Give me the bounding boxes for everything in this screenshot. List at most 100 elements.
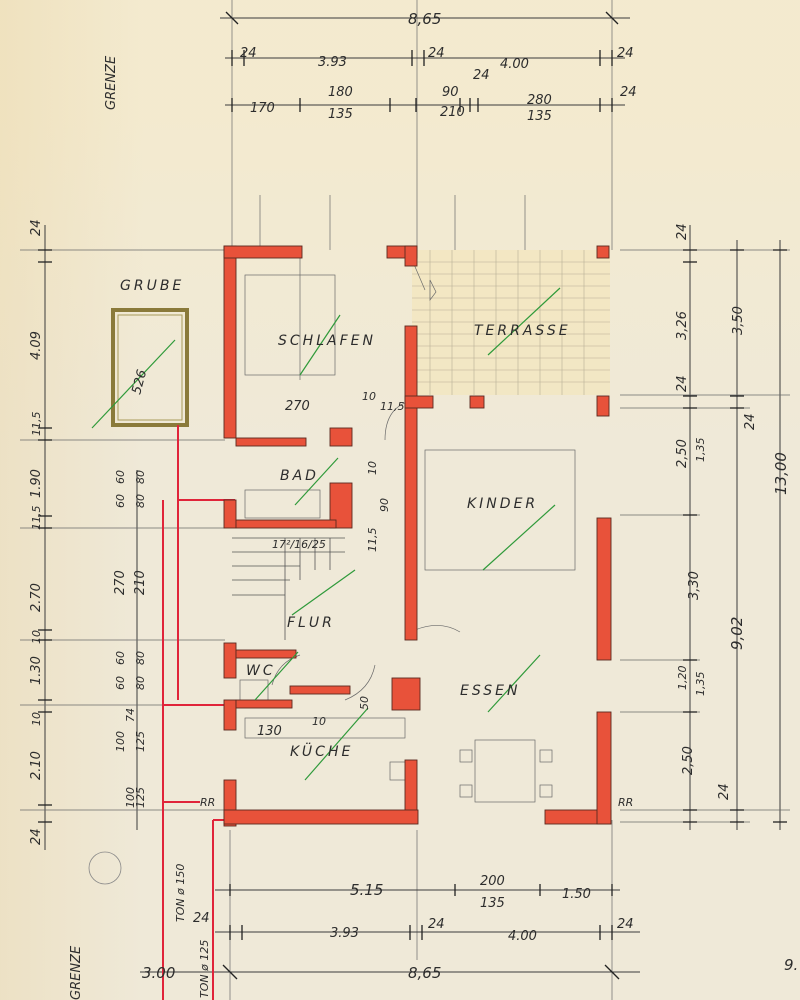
- right-dim-326: 3,26: [675, 311, 690, 340]
- left-inner-60-d: 60: [114, 676, 127, 690]
- top-dim-24-row3: 24: [620, 85, 637, 100]
- room-label-wc: WC: [246, 663, 276, 679]
- left-inner-80-c: 80: [134, 651, 147, 665]
- right-dim-24-c: 24: [717, 783, 732, 800]
- left-inner-125-b: 125: [134, 787, 147, 808]
- top-dim-90: 90: [442, 85, 459, 100]
- left-dim-115-a: 11,5: [30, 412, 43, 437]
- left-inner-100-b: 100: [124, 787, 137, 808]
- top-dim-overall: 8,65: [408, 10, 441, 28]
- left-inner-60-b: 60: [114, 494, 127, 508]
- right-dim-1300: 13,00: [772, 452, 790, 495]
- dimension-ticks: [38, 11, 787, 980]
- inner-dim-10-a: 10: [362, 390, 376, 403]
- grube-pit: [111, 308, 189, 427]
- inner-dim-130: 130: [257, 724, 282, 739]
- room-label-terrasse: TERRASSE: [474, 323, 571, 339]
- inner-dimensions: 270 10 11,5 10 90 11,5 130 10 50: [257, 390, 405, 739]
- bottom-dim-515: 5.15: [350, 881, 383, 899]
- left-inner-80-d: 80: [134, 676, 147, 690]
- stair-spec: 17²/16/25: [272, 538, 326, 551]
- left-inner-80-a: 80: [134, 470, 147, 484]
- room-label-kinder: KINDER: [467, 496, 538, 512]
- room-label-kueche: KÜCHE: [290, 742, 353, 760]
- right-dim-24-b: 24: [675, 375, 690, 392]
- top-dim-135-a: 135: [328, 107, 353, 122]
- bottom-dim-400: 4.00: [508, 929, 537, 944]
- left-inner-60-c: 60: [114, 651, 127, 665]
- inner-dim-115-a: 11,5: [380, 400, 405, 413]
- top-dim-400: 4.00: [500, 57, 529, 72]
- pipe-label-ton-150: TON ø 150: [174, 864, 187, 922]
- green-annotations: [91, 287, 561, 781]
- bottom-dim-edge: 9.: [784, 956, 798, 974]
- room-label-essen: ESSEN: [460, 683, 520, 699]
- left-dim-190: 1.90: [29, 469, 44, 498]
- room-label-flur: FLUR: [287, 615, 335, 631]
- left-dim-10-b: 10: [30, 712, 43, 726]
- right-dim-250-b: 2,50: [681, 746, 696, 775]
- bottom-dim-200: 200: [480, 874, 505, 889]
- inner-dim-10-b: 10: [366, 461, 379, 475]
- right-dim-24-d: 24: [743, 413, 758, 430]
- bottom-dim-300: 3.00: [142, 964, 175, 982]
- inner-dim-90: 90: [378, 498, 391, 512]
- right-dim-350: 3,50: [731, 306, 746, 335]
- left-dim-130: 1.30: [29, 656, 44, 685]
- room-labels: SCHLAFEN TERRASSE KINDER BAD FLUR WC KÜC…: [69, 55, 571, 1000]
- top-dim-393: 3.93: [318, 55, 347, 70]
- drainage-pipes: [162, 425, 235, 1000]
- bottom-dim-24-b: 24: [428, 917, 445, 932]
- left-dim-24-top: 24: [29, 219, 44, 236]
- room-label-grube: GRUBE: [120, 278, 184, 294]
- pipe-label-ton-125: TON ø 125: [198, 940, 211, 998]
- bottom-dim-24-a: 24: [193, 911, 210, 926]
- left-inner-210: 210: [133, 570, 148, 595]
- top-dim-24-right: 24: [617, 46, 634, 61]
- pipe-labels: TON ø 150 TON ø 125 RR RR: [174, 796, 633, 998]
- bottom-dim-150: 1.50: [562, 887, 591, 902]
- pipe-label-rr-left: RR: [200, 796, 215, 809]
- top-dim-280: 280: [527, 93, 552, 108]
- left-inner-125-a: 125: [134, 731, 147, 752]
- top-dimensions: 8,65 24 3.93 24 4.00 24 24 180 90 280 24…: [240, 10, 637, 124]
- left-inner-270: 270: [113, 570, 128, 595]
- pit-dimension: 526: [129, 368, 150, 396]
- left-dim-115-b: 11,5: [30, 506, 43, 531]
- bottom-dim-393: 3.93: [330, 926, 359, 941]
- right-dim-902: 9,02: [728, 617, 746, 650]
- right-dim-135-a: 1,35: [694, 438, 707, 463]
- terrace-paving: [412, 250, 610, 395]
- inner-dim-50: 50: [358, 696, 371, 710]
- top-dim-135-b: 135: [527, 109, 552, 124]
- border-label-top: GRENZE: [104, 55, 119, 110]
- manhole-circle: [88, 851, 122, 885]
- bottom-dimensions: 5.15 200 135 1.50 24 3.93 24 4.00 24 3.0…: [142, 874, 798, 982]
- inner-dim-10-c: 10: [312, 715, 326, 728]
- left-dim-24-bottom: 24: [29, 828, 44, 845]
- right-dim-250-a: 2,50: [675, 439, 690, 468]
- left-inner-80-b: 80: [134, 494, 147, 508]
- room-label-schlafen: SCHLAFEN: [278, 333, 376, 349]
- bottom-dim-135: 135: [480, 896, 505, 911]
- top-dim-24-center: 24: [428, 46, 445, 61]
- inner-dim-270: 270: [285, 399, 310, 414]
- left-dim-10-a: 10: [30, 630, 43, 644]
- pipe-label-rr-right: RR: [618, 796, 633, 809]
- bottom-dim-overall: 8,65: [408, 964, 441, 982]
- inner-dim-115-b: 11,5: [366, 528, 379, 553]
- left-inner-100-a: 100: [114, 731, 127, 752]
- right-dim-24-a: 24: [675, 223, 690, 240]
- right-dim-120: 1,20: [676, 666, 689, 691]
- bottom-dim-24-c: 24: [617, 917, 634, 932]
- left-dim-409: 4.09: [29, 331, 44, 360]
- top-dim-210: 210: [440, 105, 465, 120]
- right-dimensions: 24 3,26 24 2,50 1,35 3,30 1,20 1,35 2,50…: [675, 223, 790, 800]
- walls: [223, 245, 612, 827]
- top-dim-170: 170: [250, 101, 275, 116]
- right-dim-330: 3,30: [687, 571, 702, 600]
- top-dim-180: 180: [328, 85, 353, 100]
- left-inner-74: 74: [124, 708, 137, 722]
